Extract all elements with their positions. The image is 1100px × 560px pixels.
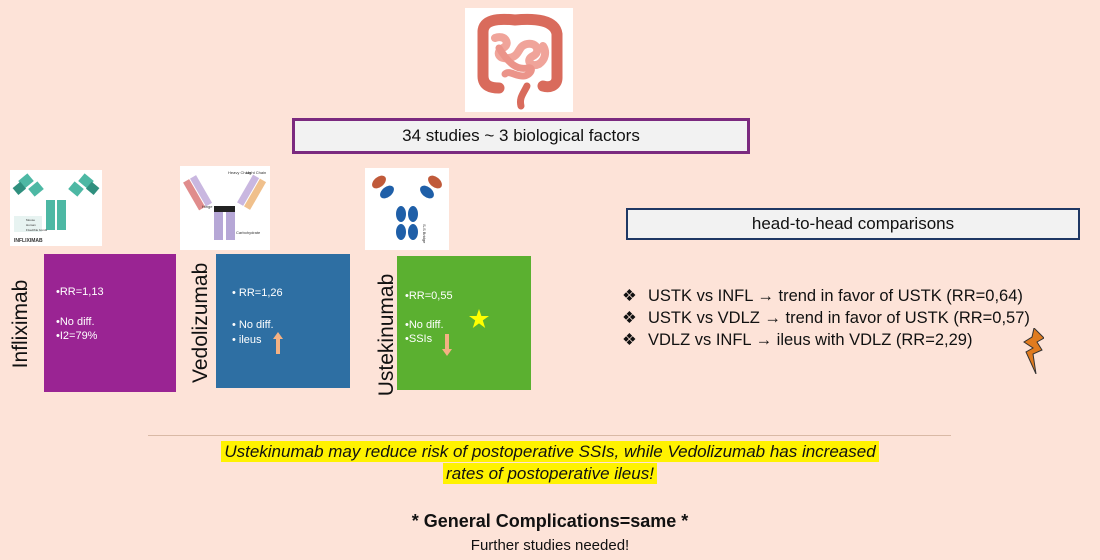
divider <box>148 435 951 436</box>
antibody-icon: INFLIXIMAB Mouse Human Fixed/ble bonds <box>12 173 100 244</box>
infliximab-label: Infliximab <box>9 279 32 369</box>
vedolizumab-rr: • RR=1,26 <box>232 287 283 299</box>
vedolizumab-antibody-image: Heavy Chain Light Chain Hinge Carbohydra… <box>180 166 270 250</box>
vedolizumab-ileus: • ileus <box>232 334 262 346</box>
comparison-item: ❖ USTK vs VDLZ → trend in favor of USTK (… <box>622 308 1030 328</box>
infliximab-thumb-legend-2: Human <box>26 223 36 227</box>
infliximab-thumb-caption: INFLIXIMAB <box>14 238 43 244</box>
infliximab-results-box: •RR=1,13 •No diff. •I2=79% <box>44 254 176 392</box>
infliximab-antibody-image: INFLIXIMAB Mouse Human Fixed/ble bonds <box>10 170 102 246</box>
general-complications-text: * General Complications=same * <box>411 511 689 531</box>
infliximab-thumb-legend-1: Mouse <box>26 218 35 222</box>
star-icon <box>469 309 489 328</box>
lightning-icon <box>1023 328 1044 374</box>
ustekinumab-ssis: •SSIs <box>405 333 433 345</box>
comparison-item: ❖ VDLZ vs INFL → ileus with VDLZ (RR=2,29… <box>622 330 972 350</box>
conclusion-text: Ustekinumab may reduce risk of postopera… <box>168 441 932 485</box>
diamond-bullet-icon: ❖ <box>622 331 637 349</box>
comparison-item: ❖ USTK vs INFL → trend in favor of USTK (… <box>622 286 1023 306</box>
intestine-icon <box>477 13 563 110</box>
ustekinumab-thumb-label: S-S Bridge <box>422 224 427 244</box>
infliximab-no-diff: •No diff. <box>56 316 95 328</box>
down-arrow-icon <box>442 334 452 356</box>
conclusion-line-1: Ustekinumab may reduce risk of postopera… <box>221 441 879 462</box>
studies-summary-box: 34 studies ~ 3 biological factors <box>292 118 750 154</box>
infliximab-thumb-legend-3: Fixed/ble bonds <box>26 228 48 232</box>
vedolizumab-results-box: • RR=1,26 • No diff. • ileus <box>216 254 350 388</box>
further-studies-text: Further studies needed! <box>470 537 630 554</box>
antibody-icon: Heavy Chain Light Chain Hinge Carbohydra… <box>183 170 266 240</box>
diamond-bullet-icon: ❖ <box>622 309 637 327</box>
ustekinumab-antibody-image: S-S Bridge <box>365 168 449 250</box>
ustekinumab-results-box: •RR=0,55 •No diff. •SSIs <box>397 256 531 390</box>
vedolizumab-thumb-hinge: Hinge <box>202 204 213 209</box>
head-to-head-box: head-to-head comparisons <box>626 208 1080 240</box>
infliximab-i2: •I2=79% <box>56 330 98 342</box>
infliximab-rr: •RR=1,13 <box>56 286 104 298</box>
vedolizumab-label: Vedolizumab <box>189 262 212 383</box>
vedolizumab-thumb-heavy: Heavy Chain <box>228 170 251 175</box>
ustekinumab-rr: •RR=0,55 <box>405 290 453 302</box>
head-to-head-title: head-to-head comparisons <box>751 214 955 233</box>
comparison-text: USTK vs VDLZ → trend in favor of USTK (R… <box>648 309 1030 327</box>
ustekinumab-no-diff: •No diff. <box>405 319 444 331</box>
vedolizumab-thumb-light: Light Chain <box>246 170 266 175</box>
diamond-bullet-icon: ❖ <box>622 287 637 305</box>
vedolizumab-thumb-carb: Carbohydrate <box>236 230 261 235</box>
comparison-text: USTK vs INFL → trend in favor of USTK (R… <box>648 287 1023 305</box>
up-arrow-icon <box>273 332 283 354</box>
antibody-icon: S-S Bridge <box>372 175 442 244</box>
conclusion-line-2: rates of postoperative ileus! <box>443 463 657 484</box>
intestine-illustration <box>465 8 573 112</box>
comparison-text: VDLZ vs INFL → ileus with VDLZ (RR=2,29) <box>648 331 973 349</box>
vedolizumab-no-diff: • No diff. <box>232 319 274 331</box>
studies-summary-text: 34 studies ~ 3 biological factors <box>402 126 640 145</box>
